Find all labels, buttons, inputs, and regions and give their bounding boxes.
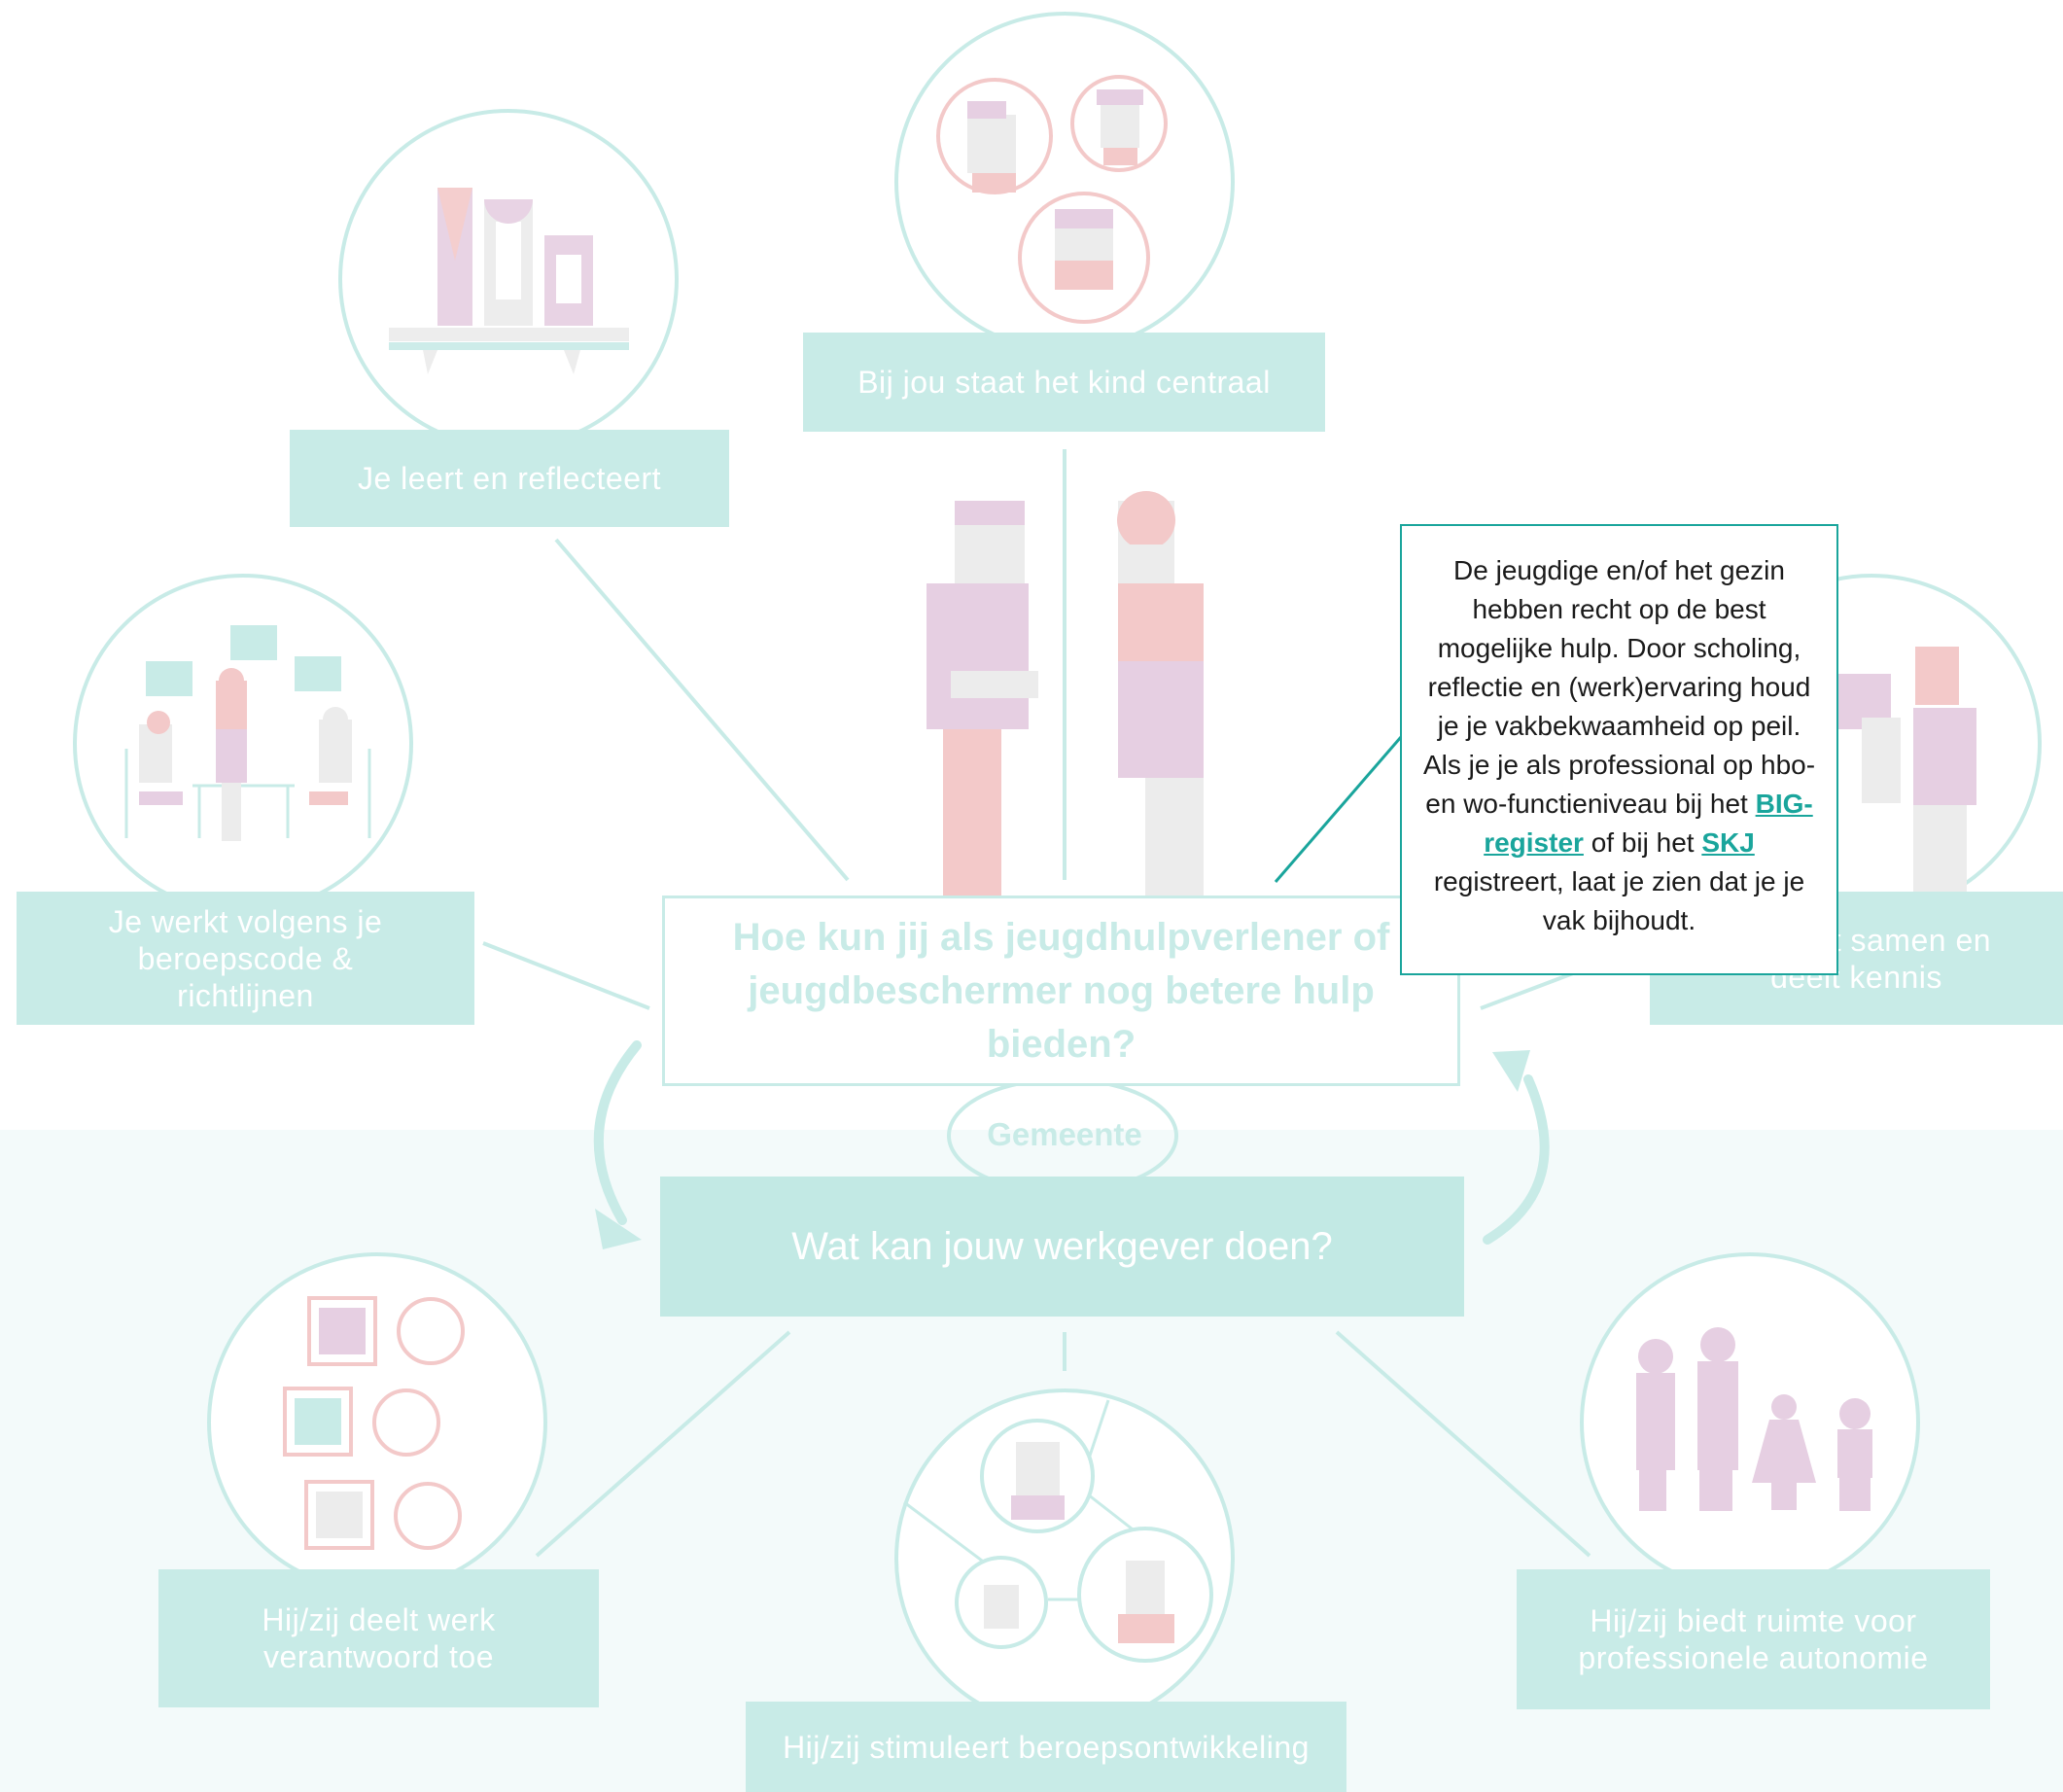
family-silhouettes-icon [1636,1327,1872,1511]
central-question-box: Hoe kun jij als jeugdhulpverlener of jeu… [662,896,1460,1086]
gemeente-label: Gemeente [987,1116,1142,1152]
bookshelf-icon [389,188,629,374]
topic-child-label[interactable]: Bij jou staat het kind centraal [803,333,1325,432]
big-register-link[interactable]: BIG-register [1484,789,1813,858]
meeting-icon [124,625,371,841]
topic-develop-label[interactable]: Hij/zij stimuleert beroepsontwikkeling [746,1702,1346,1792]
colleague-icon [1833,647,1976,897]
portrait-frames-icon [283,1296,465,1550]
popup-text-before: De jeugdige en/of het gezin hebben recht… [1422,555,1816,819]
info-popup: De jeugdige en/of het gezin hebben recht… [1400,524,1838,975]
employer-question-text: Wat kan jouw werkgever doen? [791,1224,1333,1268]
popup-text-middle: of bij het [1583,827,1702,858]
central-figures-illustration [927,491,1204,920]
skj-link[interactable]: SKJ [1701,827,1755,858]
central-question-text: Hoe kun jij als jeugdhulpverlener of jeu… [732,915,1390,1066]
topic-code-label[interactable]: Je werkt volgens je beroepscode & richtl… [17,892,474,1025]
network-icon [903,1399,1213,1663]
topic-reflect-label[interactable]: Je leert en reflecteert [290,430,729,527]
topic-delegate-label[interactable]: Hij/zij deelt werk verantwoord toe [158,1569,599,1707]
topic-autonomy-label[interactable]: Hij/zij biedt ruimte voor professionele … [1517,1569,1990,1709]
employer-box[interactable]: Wat kan jouw werkgever doen? [660,1177,1464,1317]
popup-text-after: registreert, laat je zien dat je je vak … [1433,866,1805,935]
